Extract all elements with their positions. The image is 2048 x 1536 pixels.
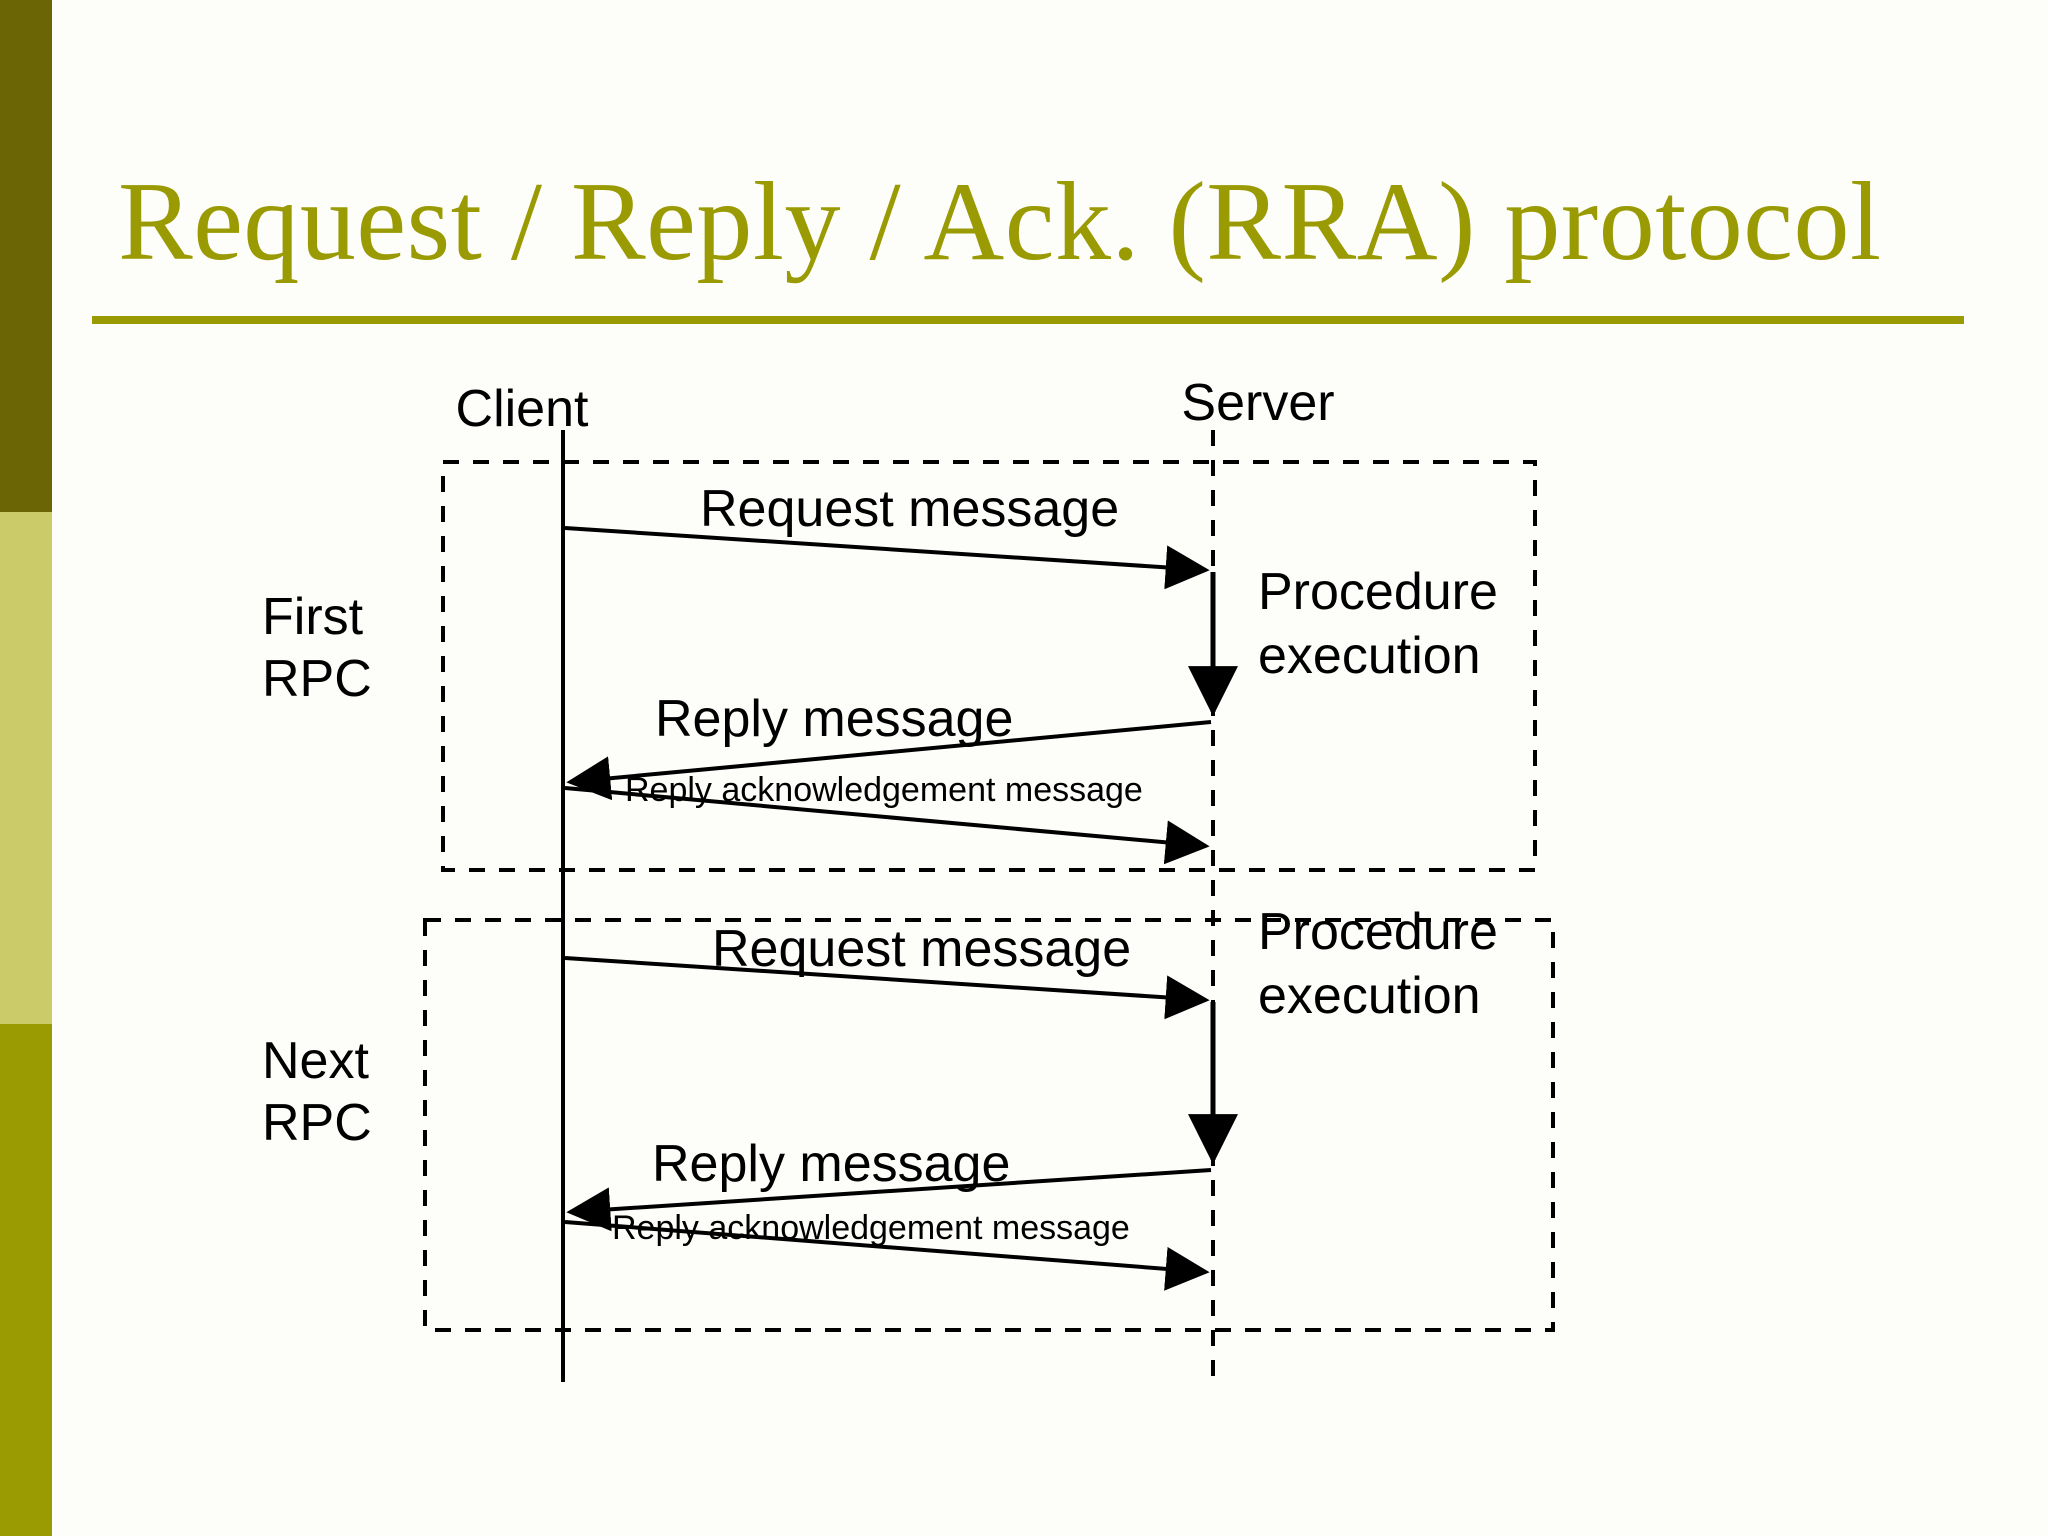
first-rpc-label-line2: RPC [262, 650, 372, 708]
next-rpc-procedure-execution-line2: execution [1258, 967, 1481, 1025]
sidebar-band-khaki [0, 512, 52, 1024]
first-rpc-reply-arrow [566, 720, 1212, 801]
next-rpc-frame [423, 918, 1555, 1332]
first-rpc-procedure-execution-line1: Procedure [1258, 563, 1498, 621]
next-rpc-procedure-execution-line1: Procedure [1258, 903, 1498, 961]
first-rpc-reply-ack-message-label: Reply acknowledgement message [625, 771, 1143, 809]
first-rpc-frame [441, 460, 1537, 872]
next-rpc-label-line1: Next [262, 1032, 369, 1090]
title-underline-rule [92, 316, 1964, 324]
first-rpc-procedure-execution-line2: execution [1258, 627, 1481, 685]
sidebar-band-dark-olive [0, 0, 52, 512]
first-rpc-label-line1: First [262, 588, 364, 646]
first-rpc-reply-ack-arrow [564, 786, 1210, 865]
sidebar-band-medium-olive [0, 1024, 52, 1536]
next-rpc-request-message-label: Request message [712, 920, 1132, 978]
first-rpc-reply-message-label: Reply message [655, 690, 1014, 748]
client-actor-label: Client [455, 380, 589, 438]
server-actor-label: Server [1181, 374, 1335, 432]
decorative-sidebar [0, 0, 52, 1536]
next-rpc-request-arrow [564, 956, 1210, 1020]
slide-title: Request / Reply / Ack. (RRA) protocol [118, 160, 1882, 284]
first-rpc-request-message-label: Request message [700, 480, 1120, 538]
first-rpc-request-arrow [564, 526, 1210, 590]
next-rpc-reply-arrow [566, 1168, 1212, 1232]
next-rpc-reply-message-label: Reply message [652, 1135, 1011, 1193]
next-rpc-reply-ack-arrow [564, 1220, 1210, 1291]
next-rpc-reply-ack-message-label: Reply acknowledgement message [612, 1209, 1130, 1247]
next-rpc-label-line2: RPC [262, 1094, 372, 1152]
